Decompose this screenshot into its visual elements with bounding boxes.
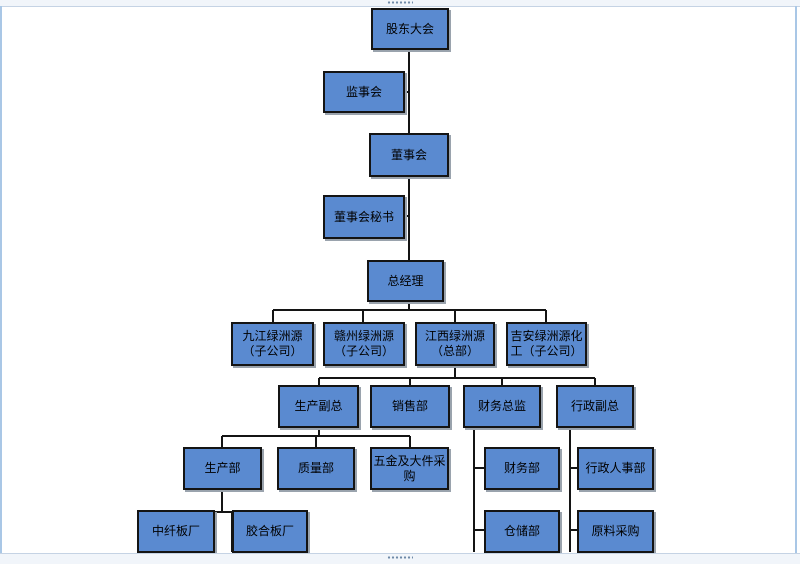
node-general-manager[interactable]: 总经理 xyxy=(367,260,444,302)
canvas-bottom-border xyxy=(0,553,800,564)
node-board-of-directors[interactable]: 董事会 xyxy=(369,133,449,177)
node-jiujiang-subsidiary[interactable]: 九江绿洲源 （子公司） xyxy=(231,322,314,366)
node-warehouse-dept[interactable]: 仓储部 xyxy=(484,510,560,553)
canvas-right-border xyxy=(795,6,797,553)
node-ganzhou-subsidiary[interactable]: 赣州绿洲源 （子公司） xyxy=(323,322,405,366)
node-raw-material-procurement[interactable]: 原料采购 xyxy=(577,510,654,553)
node-jiangxi-headquarters[interactable]: 江西绿洲源 （总部） xyxy=(415,322,495,366)
node-board-secretary[interactable]: 董事会秘书 xyxy=(323,195,405,239)
canvas-left-border xyxy=(0,6,2,553)
canvas-top-border xyxy=(0,0,800,7)
node-board-of-supervisors[interactable]: 监事会 xyxy=(323,71,405,113)
resize-handle-bottom[interactable] xyxy=(387,556,413,559)
node-jian-chemical-subsidiary[interactable]: 吉安绿洲源化 工（子公司） xyxy=(506,322,587,366)
resize-handle-top[interactable] xyxy=(387,1,413,4)
node-quality-dept[interactable]: 质量部 xyxy=(277,447,355,490)
node-hr-admin-dept[interactable]: 行政人事部 xyxy=(577,447,654,490)
node-hardware-procurement[interactable]: 五金及大件采 购 xyxy=(370,447,449,490)
node-production-vp[interactable]: 生产副总 xyxy=(278,385,359,428)
node-plywood-plant[interactable]: 胶合板厂 xyxy=(232,510,308,553)
node-finance-director[interactable]: 财务总监 xyxy=(463,385,541,428)
node-shareholders-meeting[interactable]: 股东大会 xyxy=(371,8,449,50)
node-sales-dept[interactable]: 销售部 xyxy=(370,385,450,428)
node-admin-vp[interactable]: 行政副总 xyxy=(556,385,634,428)
node-finance-dept[interactable]: 财务部 xyxy=(484,447,560,490)
node-production-dept[interactable]: 生产部 xyxy=(183,447,262,490)
node-fiberboard-plant[interactable]: 中纤板厂 xyxy=(137,510,215,553)
